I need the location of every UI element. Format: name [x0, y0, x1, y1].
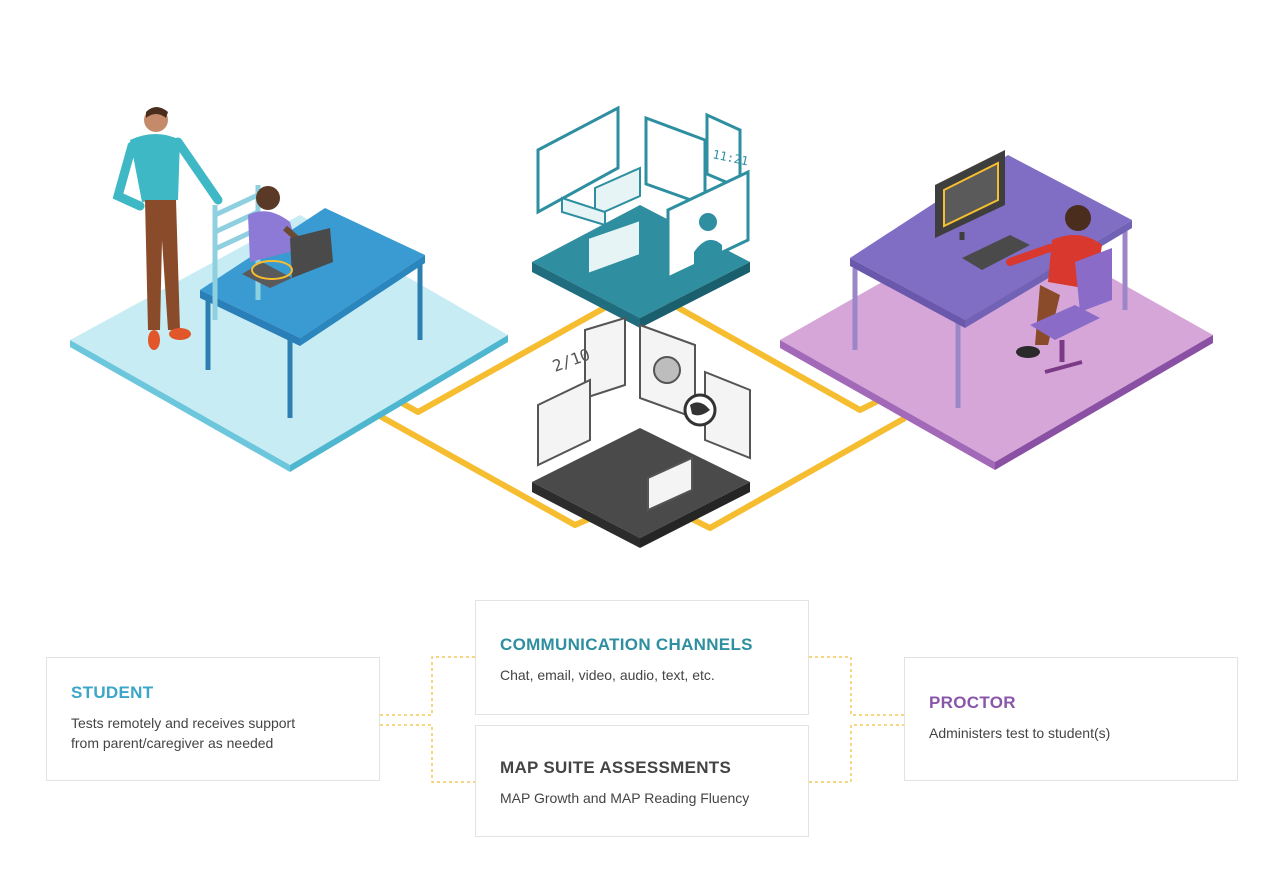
student-scene — [70, 107, 508, 472]
assessments-card-title: MAP SUITE ASSESSMENTS — [500, 758, 732, 777]
answer-card-icon — [647, 456, 693, 512]
proctor-card-description: Administers test to student(s) — [929, 723, 1213, 743]
connector-comm-proctor — [666, 299, 882, 413]
communication-card-title: COMMUNICATION CHANNELS — [500, 635, 753, 654]
student-card-description: Tests remotely and receives support from… — [71, 713, 355, 753]
parent-figure — [112, 107, 223, 350]
student-desk — [200, 208, 425, 418]
proctor-card-title: PROCTOR — [929, 693, 1016, 712]
document-window-icon — [644, 115, 707, 208]
communication-scene: 11:21 — [532, 105, 750, 328]
proctor-scene — [780, 150, 1213, 470]
remote-testing-illustration: 11:21 2/10 — [70, 105, 1213, 548]
description-line: Administers test to student(s) — [929, 725, 1111, 741]
student-card-title: STUDENT — [71, 683, 154, 702]
connector-map-proctor — [688, 415, 907, 531]
test-screen-icon — [537, 378, 591, 467]
assessments-card: MAP SUITE ASSESSMENTS MAP Growth and MAP… — [475, 725, 809, 837]
office-chair-icon — [1030, 248, 1112, 374]
proctor-card: PROCTOR Administers test to student(s) — [904, 657, 1238, 781]
chat-bubble-icon — [587, 218, 641, 276]
portrait-face-icon — [653, 356, 681, 384]
chat-bubble-icon — [561, 196, 606, 227]
assessments-card-description: MAP Growth and MAP Reading Fluency — [500, 788, 784, 808]
communication-card: COMMUNICATION CHANNELS Chat, email, vide… — [475, 600, 809, 715]
card-connectors — [380, 656, 904, 783]
communication-card-description: Chat, email, video, audio, text, etc. — [500, 665, 784, 685]
keyboard-icon — [962, 235, 1030, 270]
description-line: MAP Growth and MAP Reading Fluency — [500, 790, 750, 806]
laptop-icon — [242, 228, 333, 288]
desktop-monitor-icon — [935, 150, 1005, 240]
student-card: STUDENT Tests remotely and receives supp… — [46, 657, 380, 781]
description-line: Tests remotely and receives support — [71, 715, 296, 731]
description-line: Chat, email, video, audio, text, etc. — [500, 667, 715, 683]
chat-bubble-icon — [594, 166, 641, 218]
assessments-scene: 2/10 — [532, 316, 751, 548]
user-avatar-icon — [699, 213, 717, 231]
connector-student-comm — [398, 299, 617, 415]
video-window-icon — [536, 105, 620, 215]
description-line: from parent/caregiver as needed — [71, 735, 274, 751]
document-page-icon — [584, 316, 626, 400]
